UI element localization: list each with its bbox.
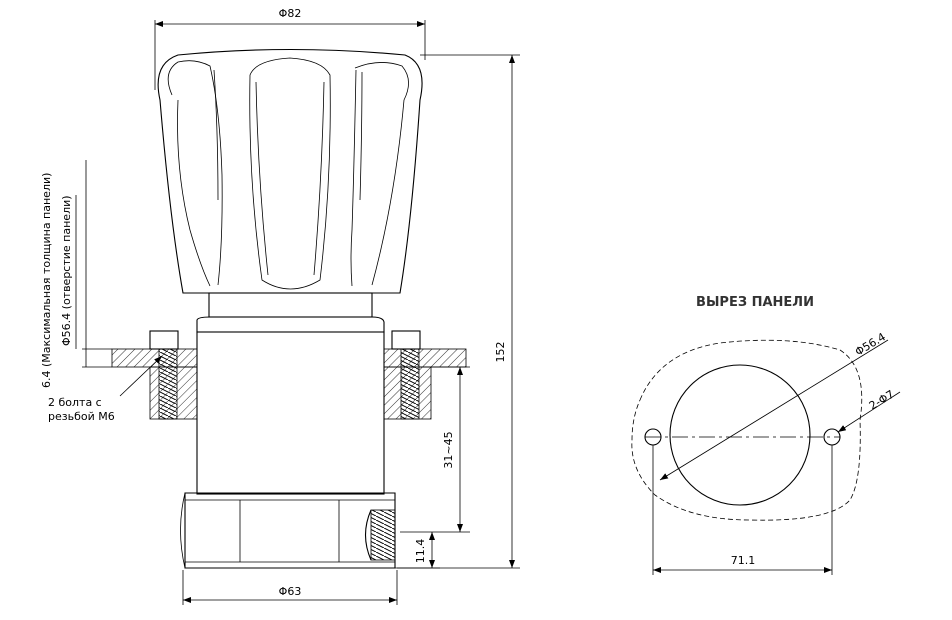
dim-port-height: 11.4 <box>414 539 427 564</box>
cutout-bolt-holes: 2-Φ7 <box>867 388 897 413</box>
knob <box>157 48 423 294</box>
dim-knob-diameter: Φ82 <box>279 7 302 20</box>
panel-cutout-title: ВЫРЕЗ ПАНЕЛИ <box>696 295 814 310</box>
dim-total-height: 152 <box>494 342 507 363</box>
panel-main-hole <box>669 364 811 506</box>
cutout-hole-spacing: 71.1 <box>731 554 756 567</box>
dim-base-diameter: Φ63 <box>279 585 302 598</box>
dim-panel-adjust: 31~45 <box>442 431 455 468</box>
cutout-hole-diameter: Φ56.4 <box>853 330 888 358</box>
valve-side-view: Φ82 Φ63 152 31~45 11.4 6.4 (Максимальная… <box>40 7 520 605</box>
panel-cutout-view: ВЫРЕЗ ПАНЕЛИ Φ56.4 2-Φ7 71.1 <box>631 295 901 575</box>
dim-panel-hole: Φ56.4 (отверстие панели) <box>60 195 73 346</box>
dim-panel-thickness: 6.4 (Максимальная толщина панели) <box>40 173 53 388</box>
bolts-note-line1: 2 болта с <box>48 396 102 409</box>
bolts-note-line2: резьбой M6 <box>48 410 115 423</box>
